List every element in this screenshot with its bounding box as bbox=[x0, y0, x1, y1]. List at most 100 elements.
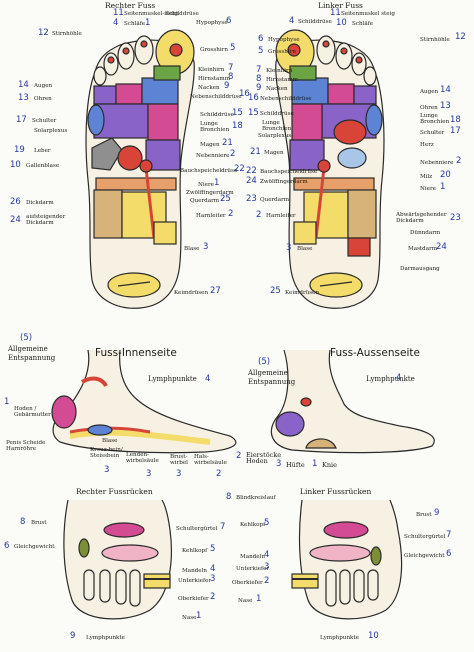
label-text: Hypophyse bbox=[268, 37, 300, 43]
right-big-toe-center bbox=[169, 43, 183, 57]
label-number: 11 bbox=[113, 8, 124, 18]
label-number: 4 bbox=[210, 564, 216, 574]
label-text: Allgemeine bbox=[248, 369, 288, 377]
label-text: Dickdarm bbox=[26, 200, 54, 206]
label-text: Milz bbox=[420, 174, 433, 180]
label-text: Nebenschilddrüse bbox=[190, 94, 242, 100]
label-text: Bauchspeicheldrüse bbox=[180, 168, 238, 174]
outer-foot bbox=[270, 349, 435, 454]
label-text: Kleinhirn bbox=[266, 68, 293, 74]
label-text: Unterkiefer bbox=[236, 566, 270, 572]
left-dorsal-jaw bbox=[291, 573, 319, 589]
right-sole-title: Rechter Fuss bbox=[105, 1, 156, 10]
label-number: 24 bbox=[10, 215, 21, 225]
label-text: Schilddrüse bbox=[200, 112, 234, 118]
label-number: 5 bbox=[210, 544, 216, 554]
left-dorsal-title: Linker Fussrücken bbox=[300, 487, 372, 496]
right-zone-liver bbox=[91, 137, 123, 171]
inner-foot-spine bbox=[69, 429, 211, 445]
right-dorsal-shoulder bbox=[101, 544, 159, 562]
label-number: 19 bbox=[14, 145, 25, 155]
label-text: Kehlkopf bbox=[240, 522, 266, 528]
label-number: 9 bbox=[256, 83, 262, 93]
label-number: 1 bbox=[196, 611, 202, 621]
label-text: Grosshirn bbox=[268, 49, 296, 55]
left-zone-thyroid bbox=[289, 65, 317, 81]
label-text: Schultergürtel bbox=[176, 526, 218, 532]
label-number: 10 bbox=[368, 631, 379, 641]
left-dorsal-balance bbox=[370, 546, 382, 566]
label-number: 4 bbox=[113, 18, 119, 28]
label-number: 10 bbox=[10, 160, 21, 170]
left-zone-colon bbox=[293, 177, 375, 191]
left-dorsal-breast bbox=[323, 521, 369, 539]
label-text: Oberkiefer bbox=[178, 596, 209, 602]
label-text: Hals-wirbelsäule bbox=[194, 454, 227, 466]
right-dorsal-balance bbox=[78, 538, 90, 558]
label-text: Darmausgang bbox=[400, 266, 440, 272]
right-ureter bbox=[144, 167, 156, 239]
right-toe-dot bbox=[140, 40, 148, 48]
left-toe-dot bbox=[355, 56, 363, 64]
label-number: 15 bbox=[232, 108, 243, 118]
label-number: 15 bbox=[248, 108, 259, 118]
left-sole-title: Linker Fuss bbox=[318, 1, 363, 10]
label-text: Niere bbox=[198, 182, 214, 188]
label-text: Ohren bbox=[420, 105, 438, 111]
label-number: (5) bbox=[20, 333, 33, 343]
label-text: Schläfe bbox=[352, 21, 374, 27]
label-number: 2 bbox=[216, 469, 222, 479]
left-zone-gonads bbox=[309, 272, 363, 298]
left-zone-ears bbox=[327, 83, 355, 105]
label-text: Leber bbox=[34, 148, 51, 154]
outer-foot-lymph bbox=[300, 397, 312, 407]
label-number: 4 bbox=[396, 373, 402, 383]
left-big-toe-center bbox=[287, 43, 301, 57]
label-number: 5 bbox=[264, 518, 270, 528]
label-number: 1 bbox=[440, 182, 446, 192]
label-text: Brust bbox=[416, 512, 432, 518]
left-toe-5 bbox=[363, 66, 377, 86]
left-ureter bbox=[314, 167, 326, 239]
label-number: 3 bbox=[264, 562, 270, 572]
label-text: Blase bbox=[297, 246, 313, 252]
inner-side-title: Fuss-Innenseite bbox=[95, 347, 177, 359]
label-text: Augen bbox=[34, 83, 53, 89]
left-zone-bladder bbox=[293, 221, 317, 245]
label-number: 3 bbox=[286, 243, 292, 253]
label-number: 27 bbox=[210, 286, 221, 296]
outer-side-title: Fuss-Aussenseite bbox=[330, 347, 420, 359]
label-number: 7 bbox=[446, 530, 452, 540]
inner-foot-lymph bbox=[80, 376, 108, 388]
label-number: 2 bbox=[236, 451, 242, 461]
label-text: Nebenschilddrüse bbox=[260, 96, 312, 102]
label-number: 4 bbox=[289, 16, 295, 26]
label-text: Gallenblase bbox=[26, 163, 60, 169]
label-text: Nase bbox=[238, 598, 253, 604]
label-number: 2 bbox=[210, 592, 216, 602]
label-text: Nebenniere bbox=[196, 153, 230, 159]
right-dorsal-breast bbox=[103, 522, 145, 538]
label-number: 8 bbox=[20, 517, 26, 527]
label-number: 17 bbox=[450, 126, 461, 136]
label-text: Entspannung bbox=[248, 378, 296, 386]
label-text: Gleichgewicht bbox=[404, 553, 445, 559]
right-dorsal-title: Rechter Fussrücken bbox=[76, 487, 153, 496]
right-toe-2 bbox=[134, 35, 154, 65]
label-text: Mandeln bbox=[240, 554, 265, 560]
label-text: Solarplexus bbox=[34, 128, 68, 134]
label-text: Querdarm bbox=[190, 198, 220, 204]
label-text: Lymphpunkte bbox=[366, 375, 415, 383]
label-number: 1 bbox=[256, 594, 262, 604]
label-number: 5 bbox=[230, 43, 236, 53]
label-number: 2 bbox=[256, 210, 262, 220]
label-text: Blase bbox=[184, 246, 200, 252]
label-text: Kleinhirn bbox=[198, 67, 225, 73]
label-number: 23 bbox=[246, 194, 257, 204]
right-gonad-line bbox=[117, 281, 151, 287]
label-text: Mastdarm bbox=[408, 246, 438, 252]
inner-foot-spine-red bbox=[69, 426, 151, 434]
label-number: 12 bbox=[38, 28, 49, 38]
label-number: 9 bbox=[434, 508, 440, 518]
